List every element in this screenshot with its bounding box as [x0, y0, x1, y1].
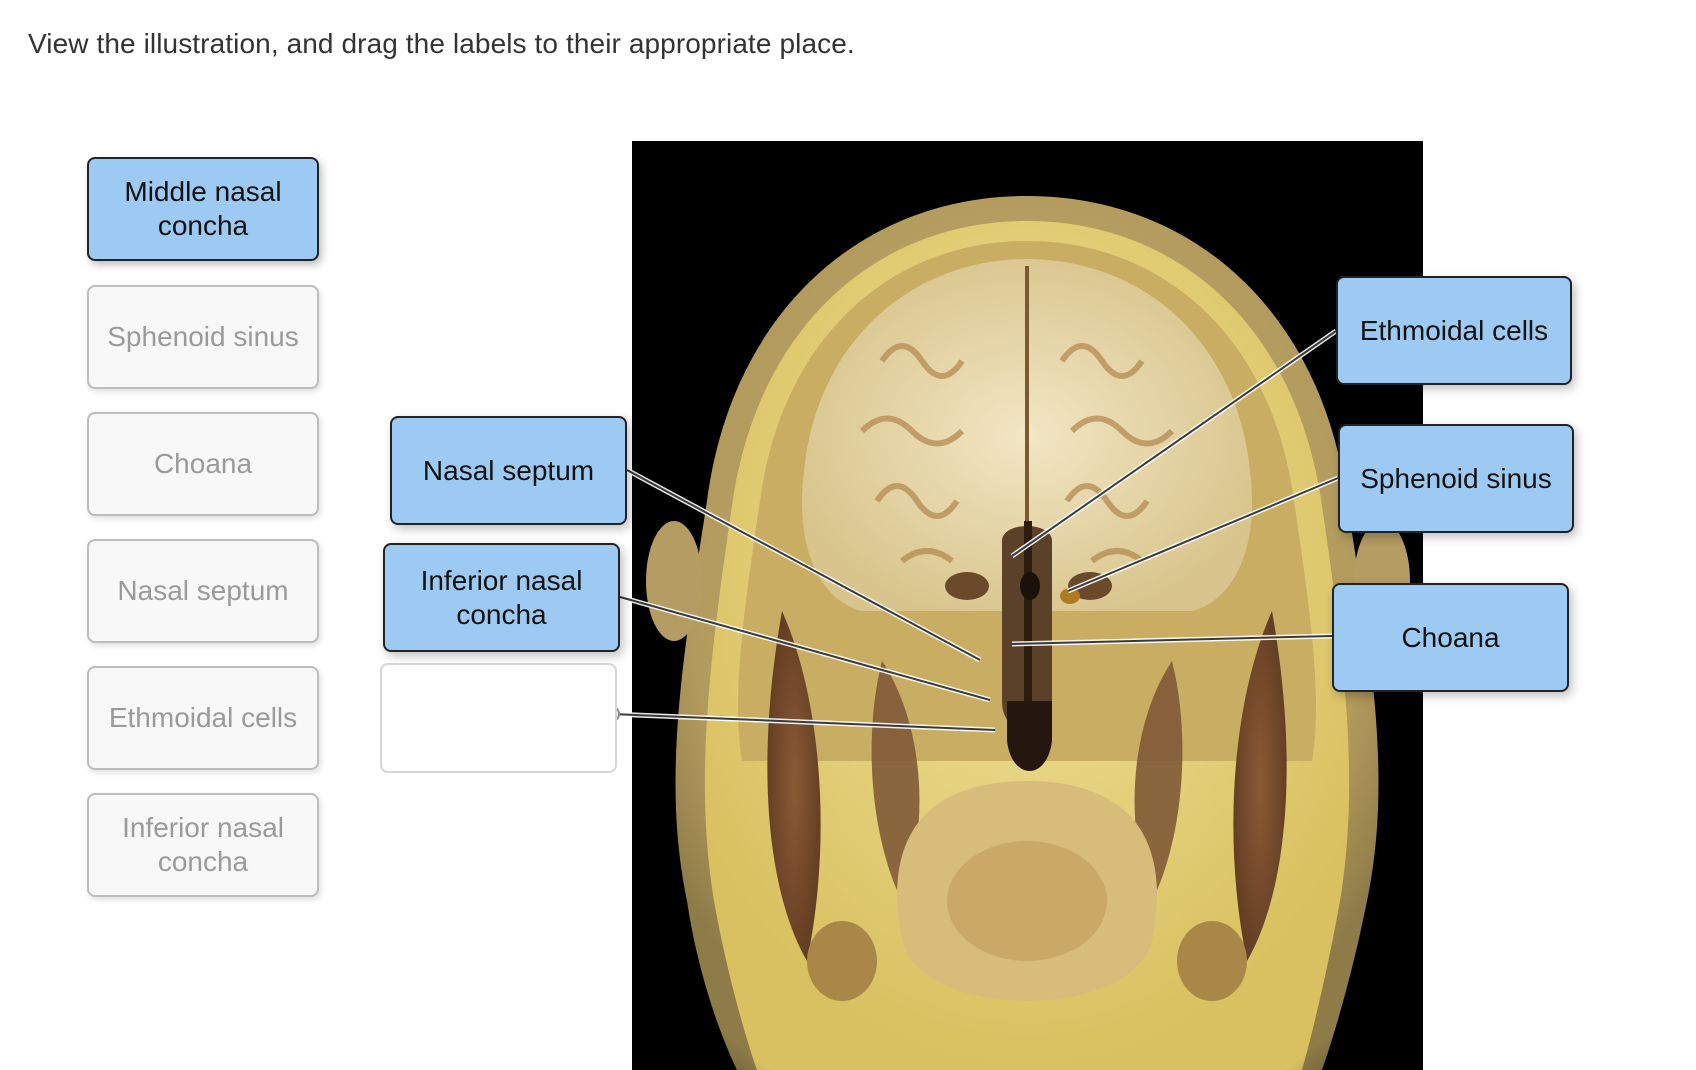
bank-label-text: Middle nasal concha	[124, 176, 282, 241]
bank-label-sphenoid-sinus: Sphenoid sinus	[87, 285, 319, 389]
bank-label-text: Ethmoidal cells	[108, 702, 298, 733]
bank-label-text: Choana	[153, 448, 253, 479]
bank-label-text: Sphenoid sinus	[107, 321, 299, 352]
placed-label-ethmoidal-cells[interactable]: Ethmoidal cells	[1336, 276, 1572, 385]
placed-label-nasal-septum[interactable]: Nasal septum	[390, 416, 627, 525]
empty-drop-target[interactable]	[380, 663, 617, 773]
bank-label-inferior-nasal-concha: Inferior nasal concha	[87, 793, 319, 897]
bank-label-text: Nasal septum	[117, 575, 289, 606]
bank-label-text: Inferior nasal concha	[122, 812, 284, 877]
placed-label-text: Inferior nasal concha	[420, 564, 583, 630]
placed-label-choana[interactable]: Choana	[1332, 583, 1569, 692]
bank-label-middle-nasal-concha[interactable]: Middle nasal concha	[87, 157, 319, 261]
specimen-drawing	[632, 141, 1423, 1070]
head-cross-section-illustration	[632, 141, 1423, 1070]
placed-label-text: Nasal septum	[422, 454, 595, 486]
bank-label-ethmoidal-cells: Ethmoidal cells	[87, 666, 319, 770]
bank-label-choana: Choana	[87, 412, 319, 516]
placed-label-text: Sphenoid sinus	[1360, 462, 1552, 494]
placed-label-text: Choana	[1401, 621, 1500, 653]
placed-label-inferior-nasal-concha[interactable]: Inferior nasal concha	[383, 543, 620, 652]
placed-label-text: Ethmoidal cells	[1359, 314, 1549, 346]
instruction-text: View the illustration, and drag the labe…	[28, 28, 855, 59]
bank-label-nasal-septum: Nasal septum	[87, 539, 319, 643]
placed-label-sphenoid-sinus[interactable]: Sphenoid sinus	[1338, 424, 1574, 533]
